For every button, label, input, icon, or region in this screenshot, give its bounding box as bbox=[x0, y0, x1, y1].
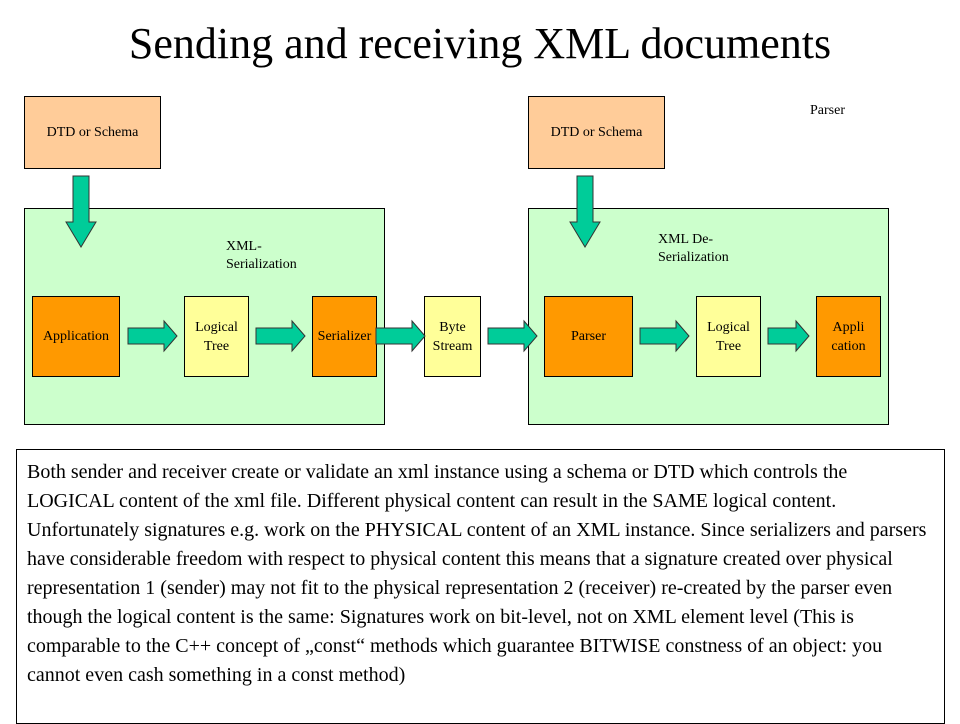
deserialization-label: XML De- Serialization bbox=[658, 231, 729, 267]
receiver-schema-box: DTD or Schema bbox=[528, 96, 665, 169]
right-arrow-icon bbox=[639, 319, 690, 353]
application-box: Application bbox=[32, 296, 120, 377]
deserialization-label-line1: XML De- bbox=[658, 232, 714, 247]
serialization-label: XML- Serialization bbox=[226, 238, 297, 274]
sender-schema-box: DTD or Schema bbox=[24, 96, 161, 169]
down-arrow-icon bbox=[65, 175, 97, 248]
parser-label: Parser bbox=[810, 103, 845, 118]
parser-box: Parser bbox=[544, 296, 633, 377]
description-text: Both sender and receiver create or valid… bbox=[16, 449, 945, 724]
serializer-box: Serializer bbox=[312, 296, 377, 377]
slide-title: Sending and receiving XML documents bbox=[128, 19, 832, 68]
serialization-label-line2: Serialization bbox=[226, 257, 297, 272]
right-arrow-icon bbox=[767, 319, 810, 353]
right-arrow-icon bbox=[487, 319, 538, 353]
right-arrow-icon bbox=[255, 319, 306, 353]
down-arrow-icon bbox=[569, 175, 601, 248]
deserialization-label-line2: Serialization bbox=[658, 250, 729, 265]
right-arrow-icon bbox=[375, 319, 426, 353]
right-arrow-icon bbox=[127, 319, 178, 353]
serialization-label-line1: XML- bbox=[226, 239, 262, 254]
